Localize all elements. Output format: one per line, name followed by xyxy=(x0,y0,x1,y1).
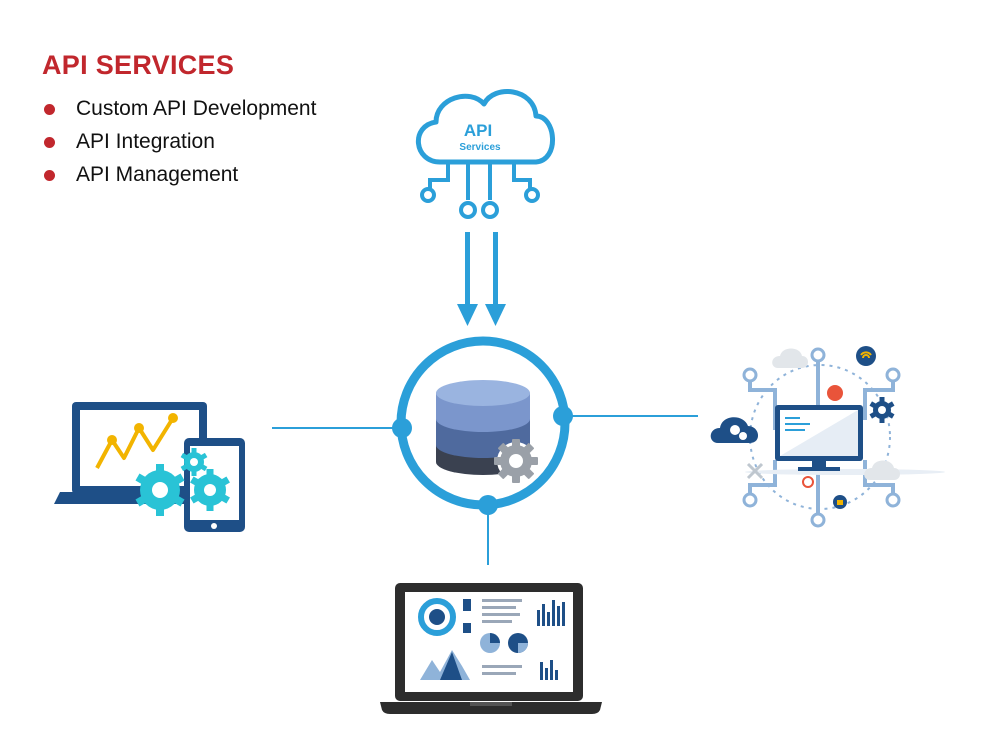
bullet-dot-icon xyxy=(44,137,55,148)
gear-icon xyxy=(494,439,538,483)
bullet-dot-icon xyxy=(44,170,55,181)
service-label: Custom API Development xyxy=(76,97,317,120)
cloud-icon: API Services xyxy=(416,89,555,219)
service-item: Custom API Development xyxy=(42,95,316,128)
service-label: API Integration xyxy=(76,130,215,153)
arrow-down-icon xyxy=(457,232,506,326)
service-label: API Management xyxy=(76,163,239,186)
service-item: API Integration xyxy=(42,128,316,161)
service-item: API Management xyxy=(42,161,316,194)
bullet-dot-icon xyxy=(44,104,55,115)
cloud-title: API xyxy=(464,121,492,140)
cloud-subtitle: Services xyxy=(459,142,501,153)
network-monitor-icon xyxy=(710,346,945,528)
services-list: Custom API Development API Integration A… xyxy=(42,95,316,194)
laptop-tablet-analytics-icon xyxy=(54,402,245,532)
database-hub-icon xyxy=(392,336,573,515)
dashboard-laptop-icon xyxy=(380,583,602,714)
connector-lines xyxy=(272,415,698,565)
page-title: API SERVICES xyxy=(42,50,235,80)
gear-icon xyxy=(869,397,895,423)
